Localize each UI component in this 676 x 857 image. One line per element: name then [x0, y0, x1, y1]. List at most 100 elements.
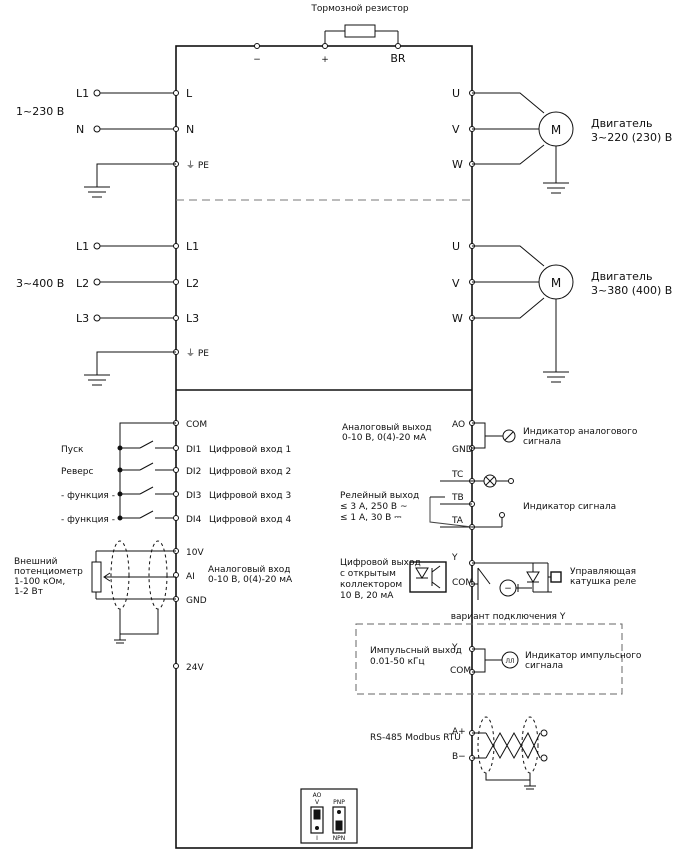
- term-w2: W: [452, 312, 463, 325]
- supply1-n: N: [76, 123, 84, 136]
- oc-source-sign: −: [504, 584, 512, 594]
- di-terminal-dot: [173, 445, 179, 451]
- dip-switches: AO V I PNP NPN: [300, 788, 358, 844]
- term-com-oc: COM: [452, 578, 473, 588]
- oc-desc-1: Цифровой выход: [340, 558, 421, 568]
- relay-desc-2: ≤ 3 А, 250 В ~: [340, 502, 407, 512]
- rs485-label: RS-485 Modbus RTU: [370, 733, 461, 743]
- term-l2: L2: [186, 277, 199, 290]
- di-term-2: DI2: [186, 467, 201, 477]
- pot-label-1: Внешний: [14, 557, 58, 567]
- term-l3: L3: [186, 312, 199, 325]
- motor1-label-2: 3~220 (230) В: [591, 131, 672, 144]
- motor2-label-2: 3~380 (400) В: [591, 284, 672, 297]
- di-desc-3: Цифровой вход 3: [209, 491, 291, 501]
- oc-desc-3: коллектором: [340, 580, 402, 590]
- di-switch-label-1: Пуск: [61, 445, 84, 455]
- sw-ao-toggle[interactable]: [313, 809, 321, 820]
- coil-label-2: катушка реле: [570, 577, 637, 587]
- terminal-br: BR: [390, 52, 406, 65]
- oc-desc-4: 10 В, 20 мА: [340, 591, 394, 601]
- di-terminal-dot: [173, 515, 179, 521]
- supply3-voltage: 3~400 В: [16, 277, 64, 290]
- di-switch-4: [139, 510, 154, 519]
- term-tc: TC: [451, 470, 463, 480]
- sw-pnp-toggle[interactable]: [335, 820, 343, 831]
- term-w1: W: [452, 158, 463, 171]
- relay-desc-3: ≤ 1 А, 30 В ⎓: [340, 513, 401, 523]
- terminal-minus: −: [253, 55, 261, 65]
- ao-desc-2: 0-10 В, 0(4)-20 мА: [342, 433, 427, 443]
- term-tb: TB: [451, 493, 464, 503]
- term-l1: L1: [186, 240, 199, 253]
- rs485: RS-485 Modbus RTU A+ B−: [370, 716, 548, 790]
- motor2-label-1: Двигатель: [591, 270, 652, 283]
- term-ai: AI: [186, 572, 195, 582]
- supply3-l1: L1: [76, 240, 89, 253]
- ao-desc-1: Аналоговый выход: [342, 423, 432, 433]
- brake-resistor: Тормозной резистор − + BR: [253, 4, 409, 65]
- oc-desc-2: с открытым: [340, 569, 396, 579]
- terminal-plus: +: [321, 55, 329, 65]
- pulse-meter-icon: ЛЛ: [505, 658, 514, 665]
- variant-ind-2: сигнала: [525, 661, 563, 671]
- term-y: Y: [451, 553, 458, 563]
- variant-term-y: Y: [451, 643, 458, 653]
- ai-desc-1: Аналоговый вход: [208, 565, 291, 575]
- term-ta: TA: [451, 516, 464, 526]
- term-a: A+: [452, 727, 466, 737]
- relay-desc-1: Релейный выход: [340, 491, 419, 501]
- motor2-symbol: M: [551, 276, 561, 290]
- term-ao: AO: [452, 420, 465, 430]
- di-term-3: DI3: [186, 491, 201, 501]
- supply3-l2: L2: [76, 277, 89, 290]
- ao-indicator-1: Индикатор аналогового: [523, 427, 638, 437]
- analog-output: Аналоговый выход 0-10 В, 0(4)-20 мА AO G…: [342, 420, 638, 455]
- variant-title: вариант подключения Y: [451, 612, 566, 622]
- di-switch-label-3: - функция -: [61, 491, 115, 501]
- pot-label-3: 1-100 кОм,: [14, 577, 65, 587]
- term-v2: V: [452, 277, 460, 290]
- sw-v-label: V: [315, 799, 320, 806]
- di-switch-label-4: - функция -: [61, 515, 115, 525]
- di-desc-4: Цифровой вход 4: [209, 515, 291, 525]
- ai-desc-2: 0-10 В, 0(4)-20 мА: [208, 575, 293, 585]
- di-switch-1: [139, 440, 154, 449]
- term-10v: 10V: [186, 548, 204, 558]
- term-u2: U: [452, 240, 460, 253]
- di-term-1: DI1: [186, 445, 201, 455]
- term-b: B−: [452, 752, 466, 762]
- term-n: N: [186, 123, 194, 136]
- term-24v: 24V: [186, 663, 204, 673]
- ao-indicator-2: сигнала: [523, 437, 561, 447]
- digital-inputs: COM: [119, 420, 207, 518]
- di-term-4: DI4: [186, 515, 202, 525]
- term-gnd-ai: GND: [186, 596, 207, 606]
- variant-desc-1: Импульсный выход: [370, 646, 462, 656]
- sw-i-label: I: [316, 835, 318, 842]
- term-v1: V: [452, 123, 460, 136]
- pot-label-2: потенциометр: [14, 567, 83, 577]
- variant-y: вариант подключения Y Импульсный выход 0…: [355, 612, 642, 695]
- pot-label-4: 1-2 Вт: [14, 587, 43, 597]
- coil-label-1: Управляющая: [570, 567, 636, 577]
- di-switch-label-2: Реверс: [61, 467, 94, 477]
- variant-ind-1: Индикатор импульсного: [525, 651, 642, 661]
- motor1-label-1: Двигатель: [591, 117, 652, 130]
- term-l: L: [186, 87, 193, 100]
- variant-desc-2: 0.01-50 кГц: [370, 657, 425, 667]
- brake-resistor-title: Тормозной резистор: [310, 4, 408, 14]
- supply3-l3: L3: [76, 312, 89, 325]
- relay-indicator: Индикатор сигнала: [523, 502, 616, 512]
- motor-1: U V W M Двигатель 3~220 (230) В: [452, 87, 672, 194]
- variant-term-com: COM: [450, 666, 471, 676]
- term-pe-1: ⏚ PE: [186, 160, 209, 171]
- term-pe-2: ⏚ PE: [186, 348, 209, 359]
- di-desc-1: Цифровой вход 1: [209, 445, 291, 455]
- sw-ao-label: AO: [313, 792, 322, 799]
- analog-input: Внешний потенциометр 1-100 кОм, 1-2 Вт 1…: [14, 540, 293, 644]
- motor1-symbol: M: [551, 123, 561, 137]
